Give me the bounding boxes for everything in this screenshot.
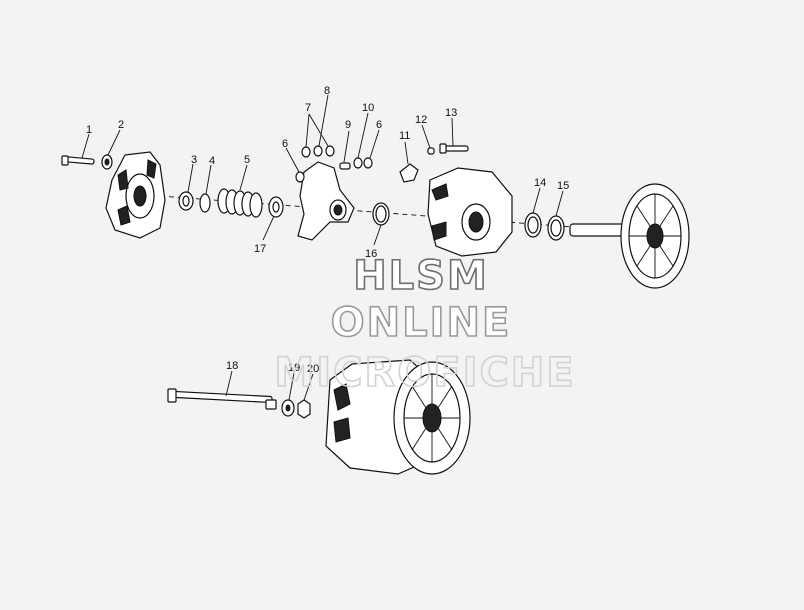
leader-lines <box>81 94 564 401</box>
part-19-washer[interactable] <box>281 399 295 417</box>
callout-labels: 1 2 3 4 5 6 7 8 9 10 6 11 12 13 14 15 16… <box>86 85 569 375</box>
part-13-bolt[interactable] <box>439 143 469 154</box>
part-17-bushing[interactable] <box>268 196 284 218</box>
part-10-roller[interactable] <box>353 157 363 169</box>
callout-3: 3 <box>191 154 197 166</box>
callout-6: 6 <box>282 138 288 150</box>
callout-20: 20 <box>307 363 319 375</box>
callout-15: 15 <box>557 180 569 192</box>
part-12-pin[interactable] <box>427 147 435 155</box>
part-14-bushing[interactable] <box>524 212 542 238</box>
part-9-pin[interactable] <box>339 162 351 170</box>
part-3-bushing[interactable] <box>178 191 194 211</box>
callout-10: 10 <box>362 102 374 114</box>
watermark: HLSM ONLINE MICROFICHE <box>274 252 575 397</box>
part-11-weight[interactable] <box>399 163 419 183</box>
watermark-line1: HLSM <box>353 253 489 299</box>
callout-14: 14 <box>534 177 546 189</box>
part-2-washer[interactable] <box>101 154 113 170</box>
callout-1: 1 <box>86 124 92 136</box>
part-16-ring[interactable] <box>372 202 390 226</box>
callout-4: 4 <box>209 155 215 167</box>
watermark-line2: ONLINE <box>331 300 512 346</box>
callout-16: 16 <box>365 248 377 260</box>
callout-11: 11 <box>399 130 410 142</box>
callout-9: 9 <box>345 119 351 131</box>
part-4-washer[interactable] <box>199 193 211 213</box>
callout-17: 17 <box>254 243 266 255</box>
part-20-nut[interactable] <box>297 399 311 419</box>
part-1-bolt[interactable] <box>61 155 95 166</box>
part-movable-sheave[interactable] <box>427 167 513 257</box>
callout-7: 7 <box>305 102 311 114</box>
callout-19: 19 <box>288 362 300 374</box>
part-fixed-sheave[interactable] <box>569 183 690 289</box>
callout-2: 2 <box>118 119 124 131</box>
part-6-roller-left[interactable] <box>295 171 305 183</box>
callout-6-right: 6 <box>376 119 382 131</box>
part-8-washers[interactable] <box>313 145 335 157</box>
part-5-spring[interactable] <box>217 188 263 218</box>
callout-8: 8 <box>324 85 330 97</box>
part-cover-housing[interactable] <box>105 151 166 239</box>
callout-13: 13 <box>445 107 457 119</box>
watermark-line3: MICROFICHE <box>274 350 575 396</box>
part-spider[interactable] <box>297 161 355 241</box>
callout-18: 18 <box>226 360 238 372</box>
part-clutch-assembly[interactable] <box>325 359 471 475</box>
part-15-bushing[interactable] <box>547 215 565 241</box>
part-7-washer[interactable] <box>301 146 311 158</box>
callout-12: 12 <box>415 114 427 126</box>
callout-5: 5 <box>244 154 250 166</box>
part-18-bolt[interactable] <box>167 388 277 410</box>
part-6-roller-right[interactable] <box>363 157 373 169</box>
